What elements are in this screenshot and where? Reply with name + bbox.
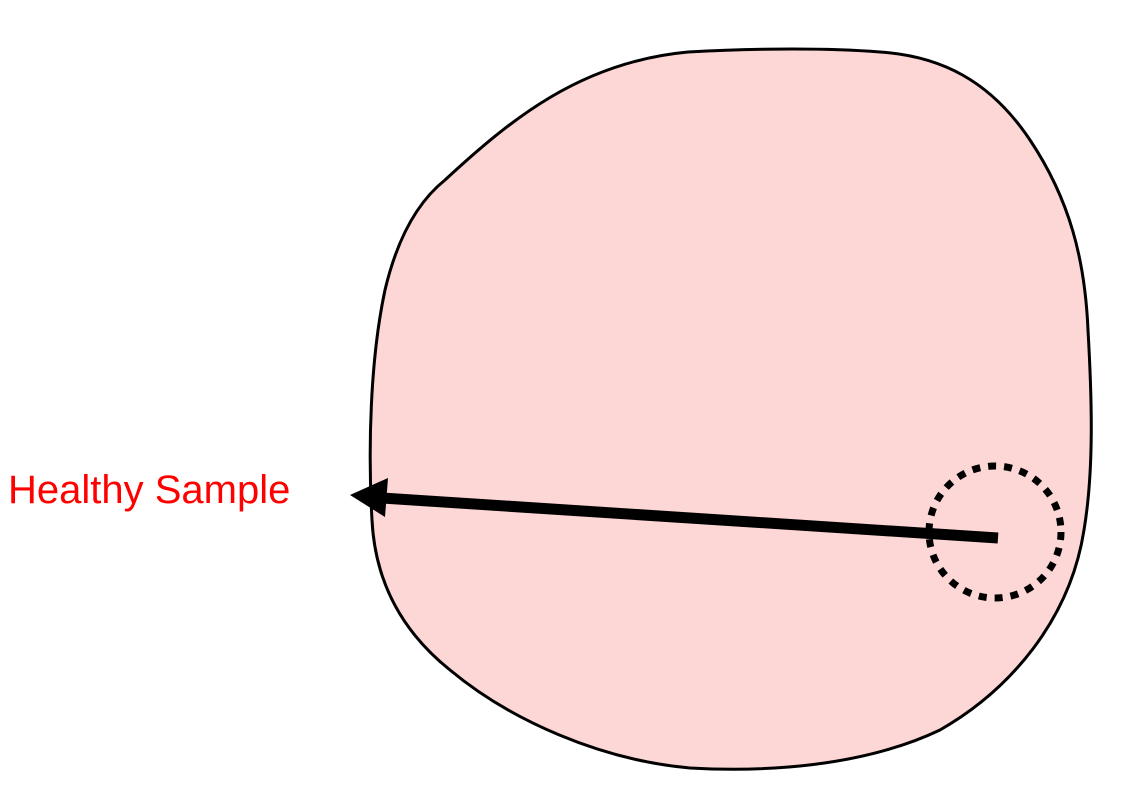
pointer-arrow-head <box>350 478 388 517</box>
pointer-arrow-shaft <box>381 492 999 544</box>
healthy-sample-label: Healthy Sample <box>8 468 291 512</box>
sample-region-circle <box>925 462 1065 602</box>
tissue-blob <box>368 47 1093 771</box>
